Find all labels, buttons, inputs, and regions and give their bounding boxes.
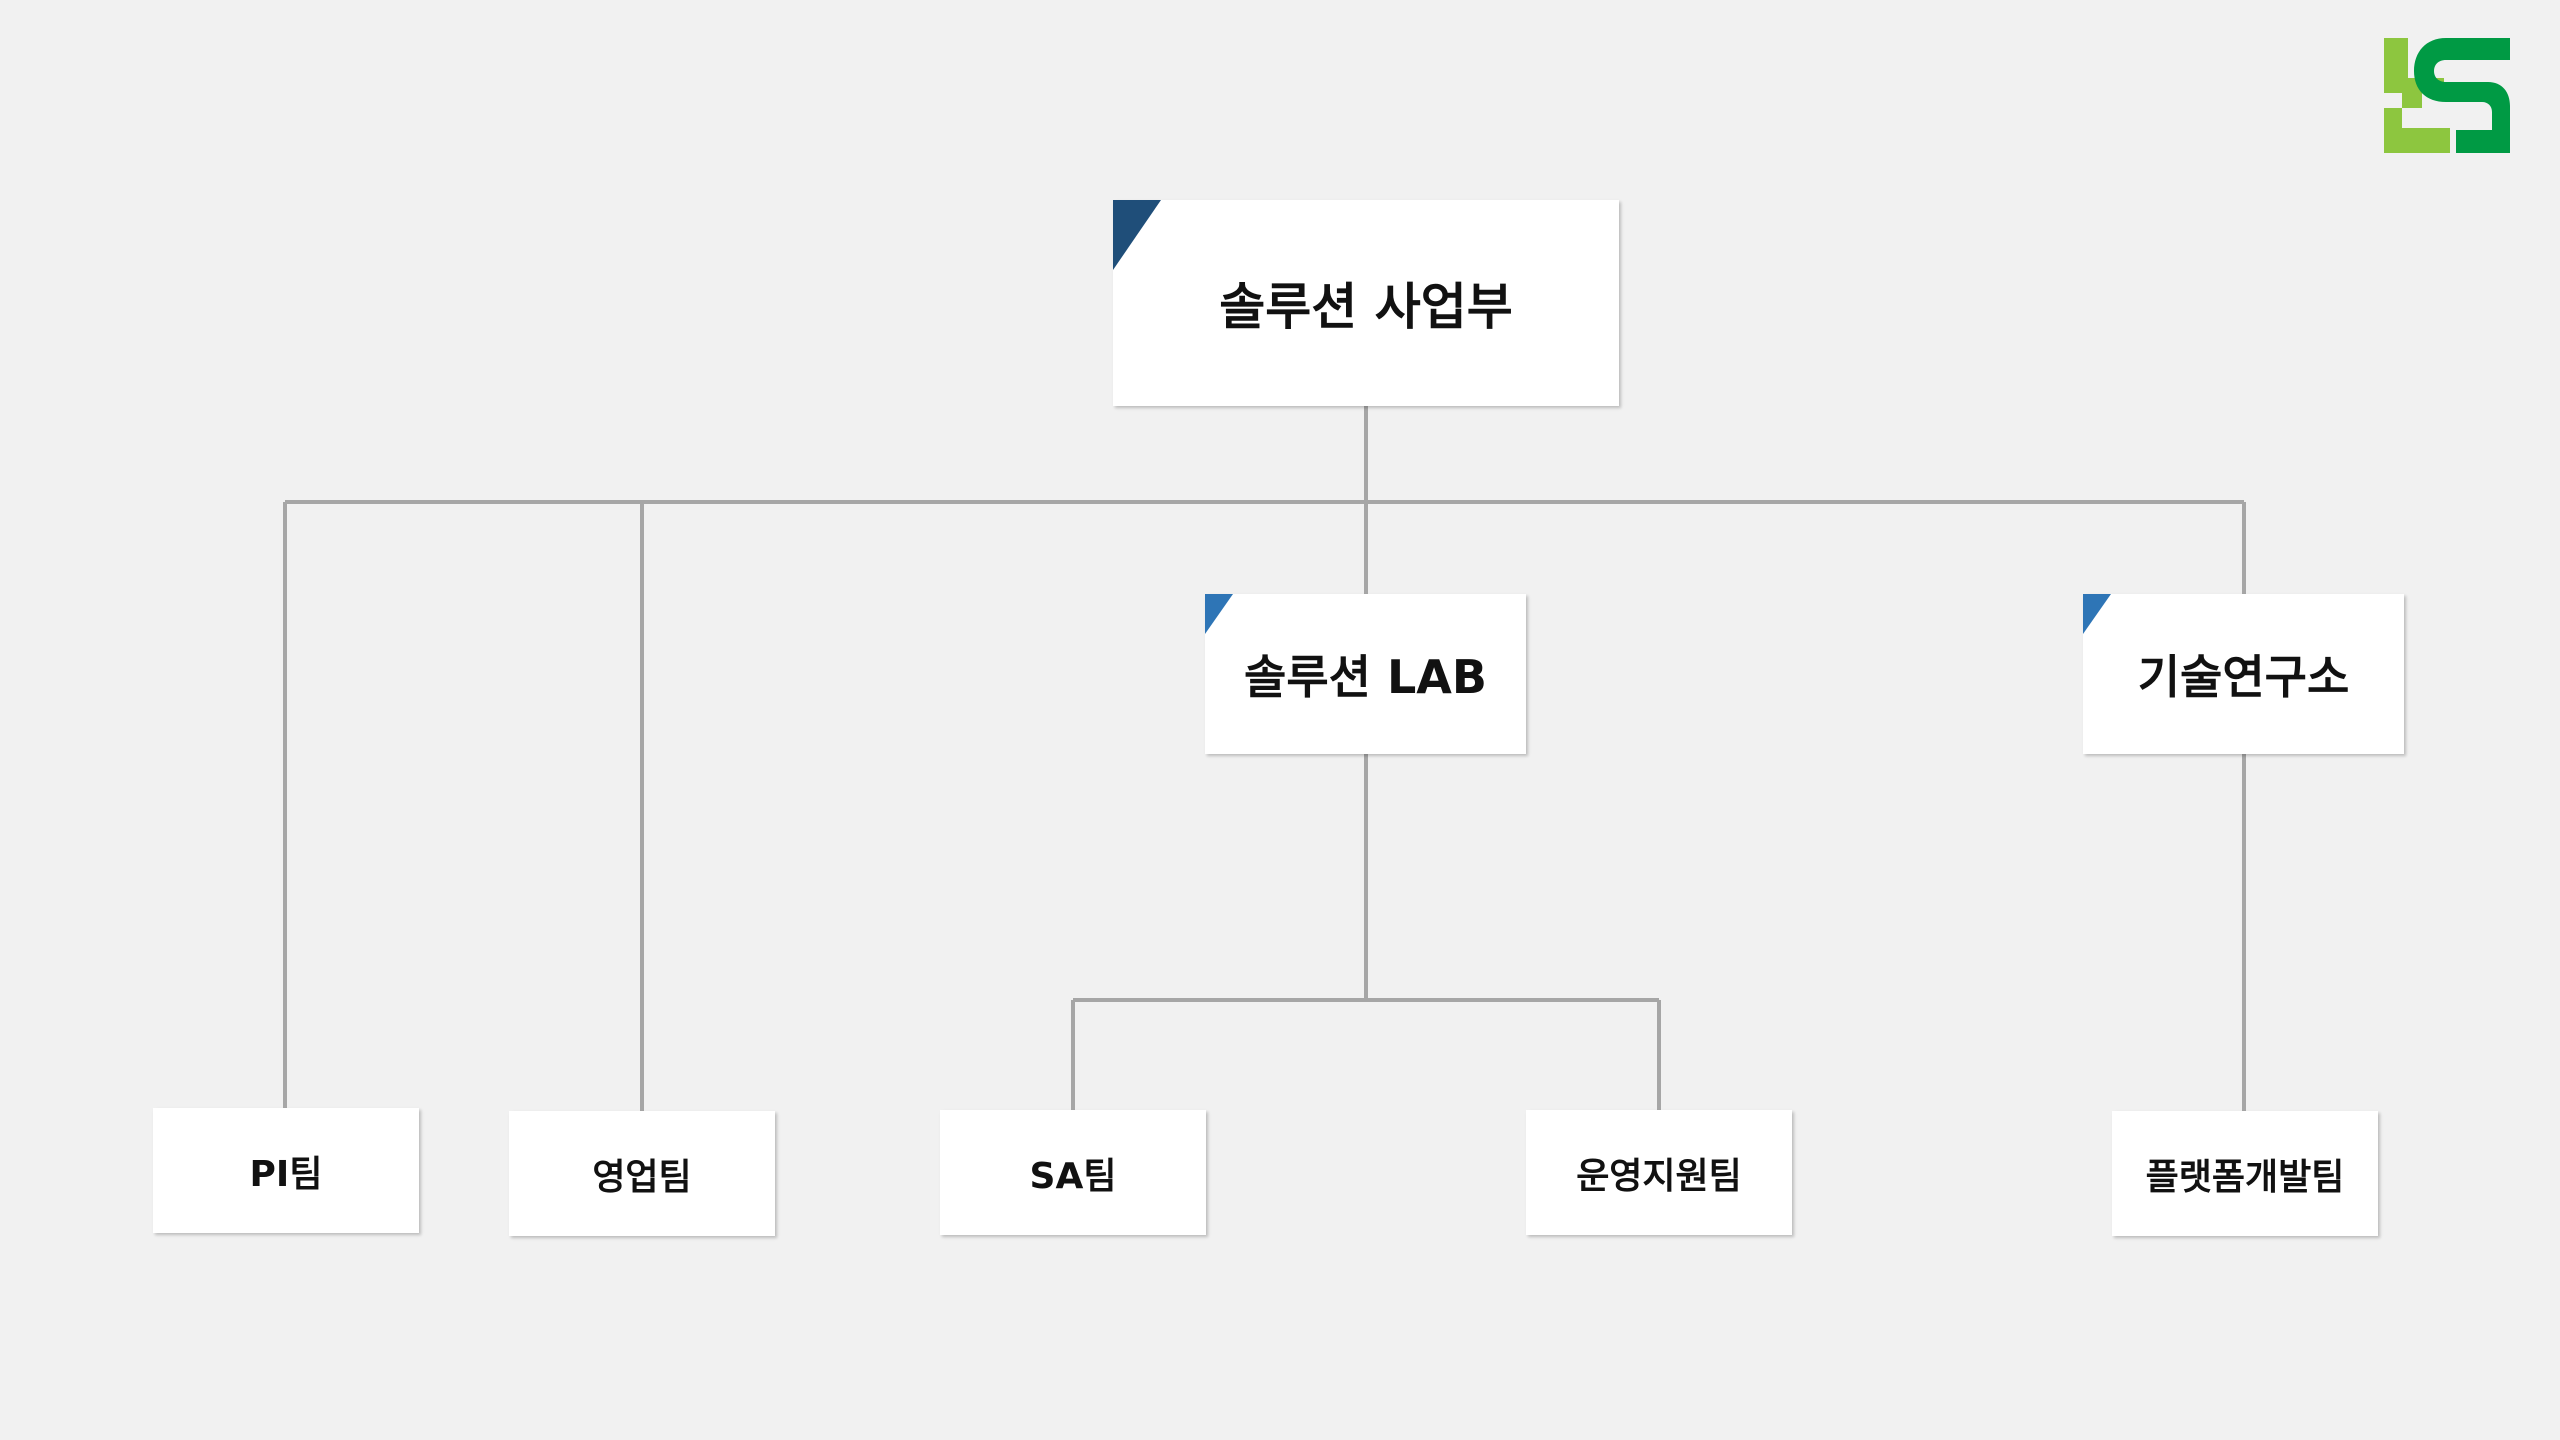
node-label: SA팀 [1029, 1155, 1117, 1197]
node-label: 솔루션 LAB [1244, 650, 1487, 704]
org-node-sales-team: 영업팀 [509, 1111, 775, 1236]
node-label: 솔루션 사업부 [1219, 278, 1513, 336]
org-node-sa-team: SA팀 [940, 1110, 1206, 1235]
org-node-pi-team: PI팀 [153, 1108, 419, 1233]
node-label: 플랫폼개발팀 [2145, 1156, 2345, 1198]
company-logo-icon [2384, 38, 2510, 153]
org-node-platform-dev-team: 플랫폼개발팀 [2112, 1111, 2378, 1236]
corner-accent [2083, 594, 2111, 634]
corner-accent [1113, 200, 1161, 270]
node-label: PI팀 [249, 1153, 323, 1195]
org-node-ops-support-team: 운영지원팀 [1526, 1110, 1792, 1235]
corner-accent [1205, 594, 1233, 634]
node-label: 기술연구소 [2137, 650, 2350, 704]
node-label: 영업팀 [592, 1156, 692, 1198]
org-node-solution-division: 솔루션 사업부 [1113, 200, 1619, 406]
org-node-solution-lab: 솔루션 LAB [1205, 594, 1526, 754]
org-node-research-institute: 기술연구소 [2083, 594, 2404, 754]
node-label: 운영지원팀 [1576, 1155, 1742, 1197]
